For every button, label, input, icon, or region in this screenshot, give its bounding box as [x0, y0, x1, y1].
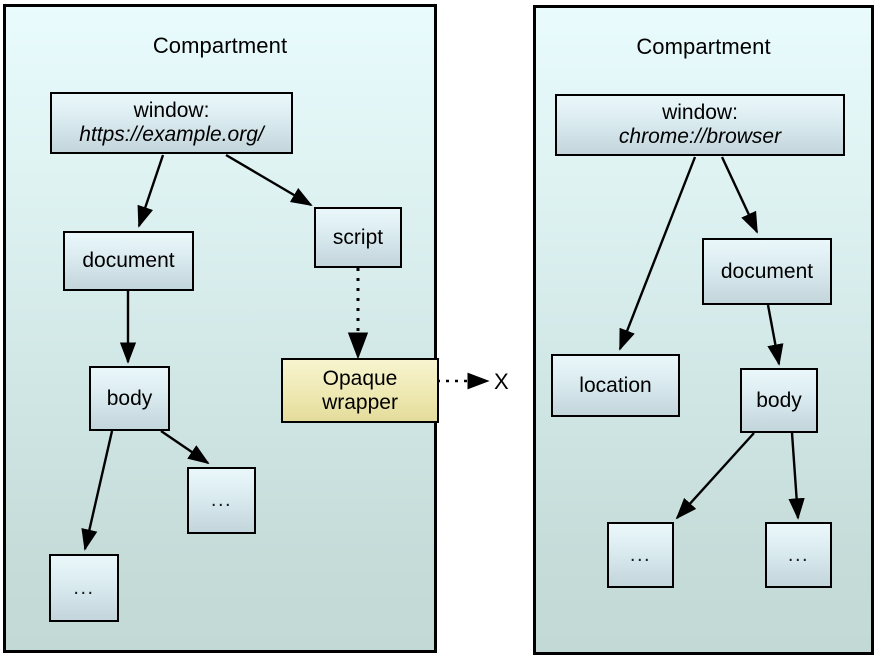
node-ellipsis-left-upper[interactable]: ...: [187, 467, 256, 534]
node-body-left[interactable]: body: [89, 366, 170, 431]
node-window-label-line2: https://example.org/: [79, 123, 264, 146]
node-window-right-label-line1: window:: [662, 101, 738, 125]
node-location-label: location: [579, 373, 652, 397]
node-ellipsis-left-lower-label: ...: [73, 576, 95, 599]
node-window-chrome-browser[interactable]: window: chrome://browser: [555, 94, 845, 156]
compartment-right-title: Compartment: [636, 34, 771, 59]
node-document-left[interactable]: document: [63, 231, 194, 291]
node-script-label: script: [332, 225, 384, 249]
node-body-left-label: body: [106, 386, 153, 410]
node-ellipsis-right-left[interactable]: ...: [607, 522, 674, 588]
node-opaque-wrapper-label-line1: Opaque: [322, 366, 398, 390]
node-opaque-wrapper-label-line2: wrapper: [322, 390, 398, 414]
blocked-access-marker: X: [494, 369, 509, 394]
node-body-right-label: body: [756, 388, 802, 412]
node-opaque-wrapper[interactable]: Opaque wrapper: [281, 358, 439, 423]
compartment-left-title: Compartment: [152, 33, 288, 58]
node-ellipsis-right-left-label: ...: [629, 543, 652, 566]
node-ellipsis-left-upper-label: ...: [210, 489, 233, 512]
node-location[interactable]: location: [551, 354, 680, 417]
node-window-right-label-line2: chrome://browser: [618, 125, 782, 148]
node-ellipsis-right-right-label: ...: [787, 543, 810, 566]
node-ellipsis-right-right[interactable]: ...: [765, 522, 832, 588]
node-document-right-label: document: [720, 259, 814, 283]
node-script[interactable]: script: [314, 207, 402, 268]
node-ellipsis-left-lower[interactable]: ...: [49, 554, 119, 622]
node-document-right[interactable]: document: [702, 238, 832, 305]
node-window-label-line1: window:: [133, 99, 210, 123]
node-window-example-org[interactable]: window: https://example.org/: [50, 92, 293, 154]
node-document-left-label: document: [82, 249, 175, 273]
node-body-right[interactable]: body: [740, 368, 818, 433]
